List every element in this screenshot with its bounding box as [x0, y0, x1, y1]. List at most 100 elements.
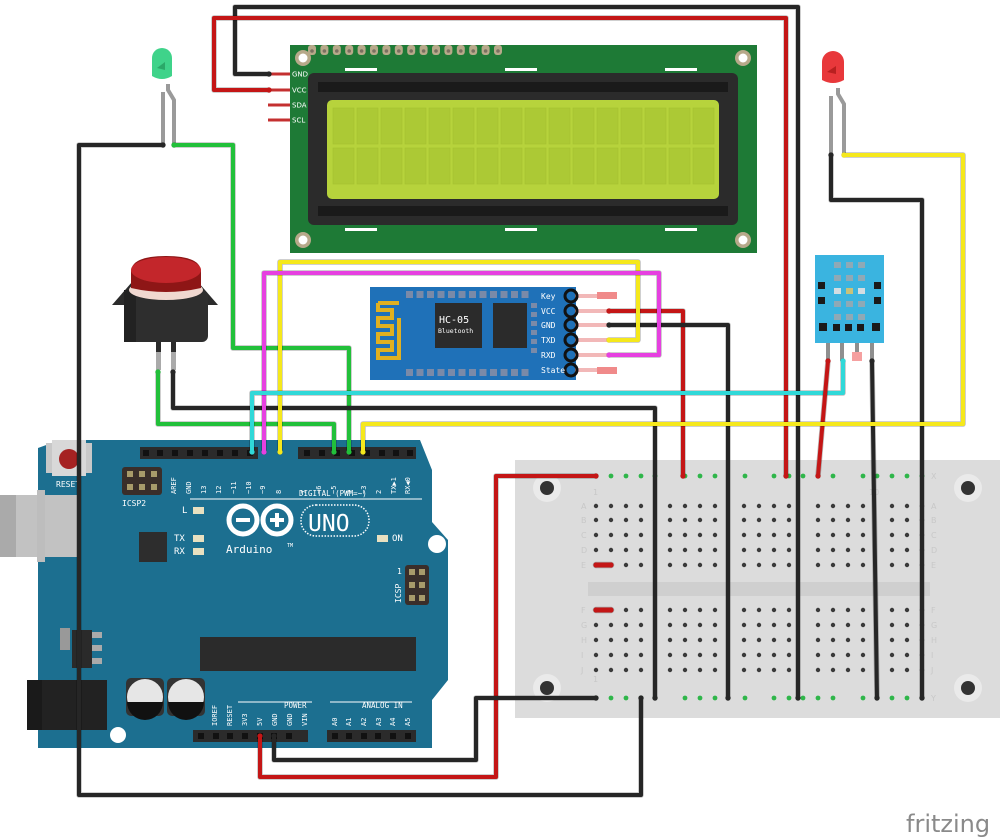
breadboard-hole: [593, 532, 599, 538]
breadboard-row-label: C: [581, 531, 587, 540]
header-pin: [286, 733, 292, 739]
wire-end: [606, 352, 612, 358]
reset-label: RESET: [56, 480, 80, 489]
led-on-label: ON: [392, 534, 403, 544]
breadboard-hole: [712, 607, 718, 613]
lcd-pin-label: SDA: [292, 102, 307, 110]
header-pin: [379, 450, 385, 456]
header-pin: [375, 733, 381, 739]
power-pin-label: 3V3: [241, 713, 249, 726]
wire-end: [171, 142, 177, 148]
header-pin: [227, 733, 233, 739]
breadboard-hole: [741, 562, 747, 568]
voltage-regulator: [72, 630, 92, 668]
arduino-logo: [226, 503, 370, 537]
digital-pin-label: ~9: [259, 486, 267, 494]
breadboard-hole: [771, 562, 777, 568]
hc05-pad: [490, 369, 497, 376]
breadboard-hole: [608, 667, 614, 673]
hc05-pad: [469, 291, 476, 298]
lcd-cell: [524, 147, 547, 185]
breadboard-hole: [889, 503, 895, 509]
dht11-vent: [858, 275, 865, 281]
breadboard-hole: [593, 667, 599, 673]
wire-end: [593, 695, 599, 701]
wire-end: [606, 308, 612, 314]
hc05-pad: [406, 369, 413, 376]
wire-end: [608, 607, 614, 613]
breadboard-row-label: H: [581, 636, 587, 645]
breadboard-hole: [682, 637, 688, 643]
wire-end: [346, 449, 352, 455]
header-pin: [172, 450, 178, 456]
breadboard-hole: [771, 667, 777, 673]
breadboard-hole: [860, 562, 866, 568]
wire-end: [606, 337, 612, 343]
hc05-pad: [448, 369, 455, 376]
wire-end: [271, 733, 277, 739]
breadboard-hole: [608, 652, 614, 658]
wire-end: [815, 473, 821, 479]
breadboard-row-label: H: [931, 636, 937, 645]
rail-hole: [623, 695, 629, 701]
rail-hole: [623, 473, 629, 479]
dht11-vent: [858, 288, 865, 294]
breadboard-hole: [623, 503, 629, 509]
push-button[interactable]: [112, 256, 218, 370]
hc05-pad: [521, 369, 529, 376]
reset-button[interactable]: [46, 440, 92, 476]
breadboard-hole: [608, 517, 614, 523]
breadboard-hole: [830, 622, 836, 628]
hc05-pin-lead: [575, 368, 615, 372]
lcd-cell: [380, 107, 403, 145]
breadboard-hole: [712, 652, 718, 658]
breadboard-hole: [830, 532, 836, 538]
breadboard-hole: [771, 503, 777, 509]
hc05-pin-lead: [575, 338, 615, 342]
wire-green-led-pin4: [172, 143, 351, 454]
breadboard-row-label: F: [581, 606, 586, 615]
hc05-pad: [469, 369, 476, 376]
wire-end: [638, 695, 644, 701]
breadboard-hole: [697, 562, 703, 568]
hc05-pin-label: GND: [541, 321, 556, 330]
rail-hole: [638, 473, 644, 479]
wire-5v-rail: [258, 474, 598, 779]
breadboard-hole: [682, 503, 688, 509]
wire-end: [874, 695, 880, 701]
power-pin-label: VIN: [301, 713, 309, 726]
digital-pin-label: GND: [185, 481, 193, 494]
dht11-sensor: [815, 255, 884, 361]
breadboard-row-label: B: [581, 516, 587, 525]
rail-hole: [742, 473, 748, 479]
wires: [76, 4, 966, 798]
wire-end: [725, 695, 731, 701]
rail-hole: [742, 695, 748, 701]
analog-pin-label: A3: [375, 718, 383, 726]
breadboard-hole: [682, 667, 688, 673]
rail-hole: [874, 473, 880, 479]
breadboard-hole: [815, 622, 821, 628]
breadboard-hole: [593, 517, 599, 523]
lcd-cell: [692, 107, 715, 145]
breadboard-hole: [756, 532, 762, 538]
breadboard-hole: [712, 532, 718, 538]
rail-hole: [860, 473, 866, 479]
breadboard-hole: [904, 562, 910, 568]
wire-button-gnd: [171, 370, 657, 700]
header-pin: [157, 450, 163, 456]
breadboard-row-label: J: [580, 666, 583, 675]
rail-hole: [712, 695, 718, 701]
breadboard-hole: [860, 652, 866, 658]
lcd-cell: [620, 147, 643, 185]
hc05-pad: [427, 291, 434, 298]
lcd-cell: [596, 147, 619, 185]
breadboard-hole: [697, 532, 703, 538]
lcd-pin-lead: [268, 88, 290, 92]
digital-pin-label: 4: [345, 490, 353, 494]
digital-pin-label: 13: [200, 486, 208, 494]
wire-end: [257, 733, 263, 739]
